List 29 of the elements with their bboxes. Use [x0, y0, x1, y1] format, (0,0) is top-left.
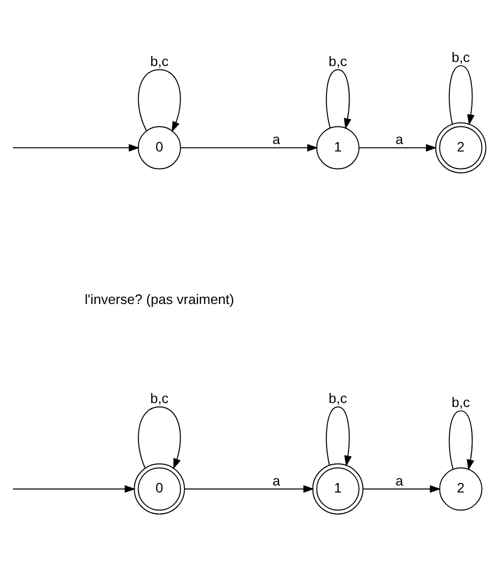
- arrow: [12, 484, 136, 492]
- edge-label: b,c: [452, 394, 470, 410]
- node-circle: 0: [138, 126, 182, 169]
- arrow: [138, 406, 181, 469]
- arrow: [184, 484, 314, 492]
- edge-label: b,c: [328, 53, 348, 68]
- edge-label: b,c: [452, 49, 470, 64]
- node-circle: 2: [439, 466, 482, 510]
- arrow: [448, 410, 474, 470]
- arrow: [12, 144, 140, 152]
- node-circle: 1: [312, 462, 364, 514]
- edge-label: a: [395, 132, 404, 147]
- node-circle: 0: [134, 462, 185, 514]
- arrow: [138, 68, 181, 132]
- arrow: [358, 144, 437, 152]
- edge-label: a: [272, 472, 280, 488]
- edge-label: b,c: [328, 390, 348, 406]
- arrow: [362, 484, 441, 492]
- edge-label: b,c: [150, 53, 169, 68]
- node-circle: 1: [316, 126, 360, 169]
- edge-label: b,c: [150, 390, 169, 406]
- node-circle: 2: [435, 122, 486, 173]
- arrow: [326, 406, 352, 466]
- label: l'inverse? (pas vraiment): [84, 291, 234, 306]
- arrow: [448, 64, 475, 125]
- edge-label: a: [272, 132, 280, 147]
- edge-label: a: [395, 472, 404, 488]
- arrow: [326, 68, 352, 129]
- arrow: [180, 144, 318, 152]
